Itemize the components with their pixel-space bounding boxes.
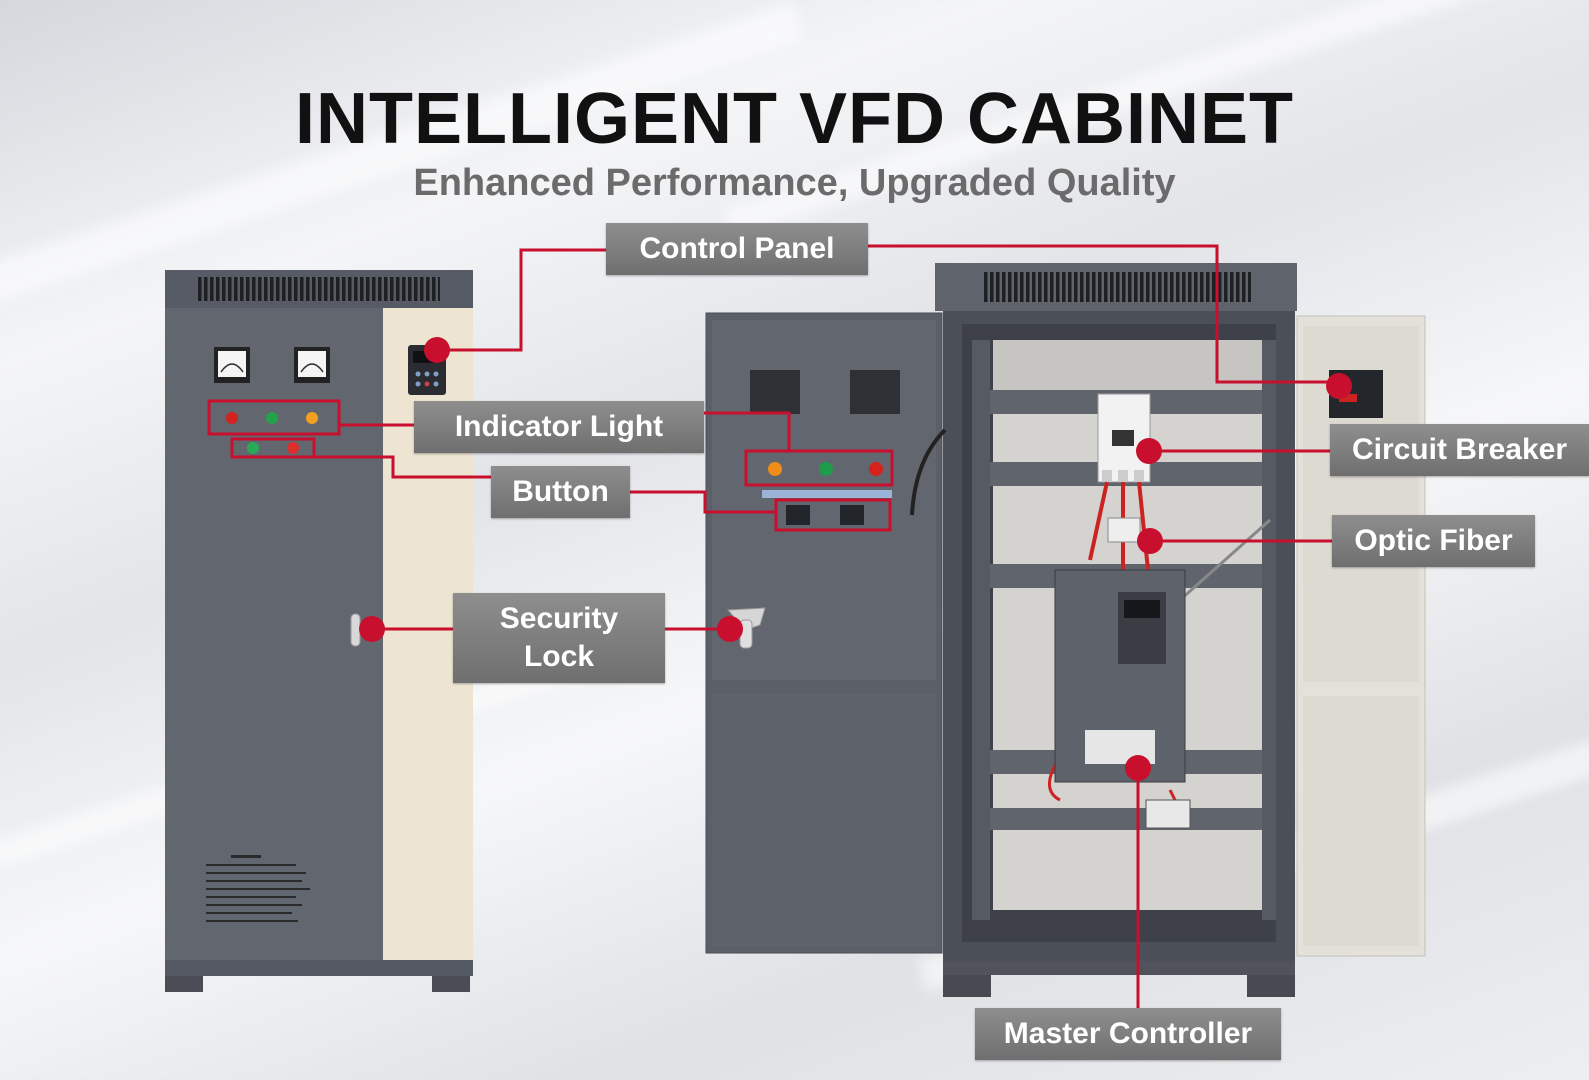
leader-button-right (630, 490, 776, 514)
right-open-door (1296, 315, 1426, 957)
green-indicator-light (266, 412, 278, 424)
circuit-breaker (1097, 393, 1151, 483)
left-open-door (705, 312, 947, 954)
callout-indicator-light: Indicator Light (414, 401, 704, 453)
page-subtitle: Enhanced Performance, Upgraded Quality (413, 162, 1176, 204)
yellow-indicator-light (306, 412, 318, 424)
leader-indicator-right (704, 411, 791, 451)
open-cabinet (705, 263, 1426, 997)
analog-meter (294, 347, 330, 383)
callout-master-controller: Master Controller (975, 1008, 1281, 1060)
indicator-light-highlight (207, 399, 341, 436)
door-handle (350, 613, 361, 647)
door-indicator-highlight (744, 449, 894, 487)
callout-optic-fiber: Optic Fiber (1332, 515, 1535, 567)
analog-meter (214, 347, 250, 383)
red-button (287, 442, 299, 454)
warning-label (206, 855, 310, 922)
callout-control-panel: Control Panel (606, 223, 868, 275)
vfd-master-controller (1054, 569, 1186, 783)
button-highlight (230, 437, 316, 459)
red-indicator-light (226, 412, 238, 424)
leader-button-left (314, 455, 491, 479)
page-title: INTELLIGENT VFD CABINET (295, 79, 1294, 159)
green-button (247, 442, 259, 454)
leader-control-panel-right (868, 244, 1339, 384)
callout-circuit-breaker: Circuit Breaker (1330, 424, 1589, 476)
annotation-dots (359, 337, 1352, 781)
callout-button: Button (491, 466, 630, 518)
callout-security-lock: Security Lock (453, 593, 665, 683)
door-button-highlight (774, 498, 892, 532)
closed-cabinet (165, 270, 473, 992)
leader-control-panel-left (437, 248, 606, 352)
annotation-lines (207, 244, 1339, 1008)
